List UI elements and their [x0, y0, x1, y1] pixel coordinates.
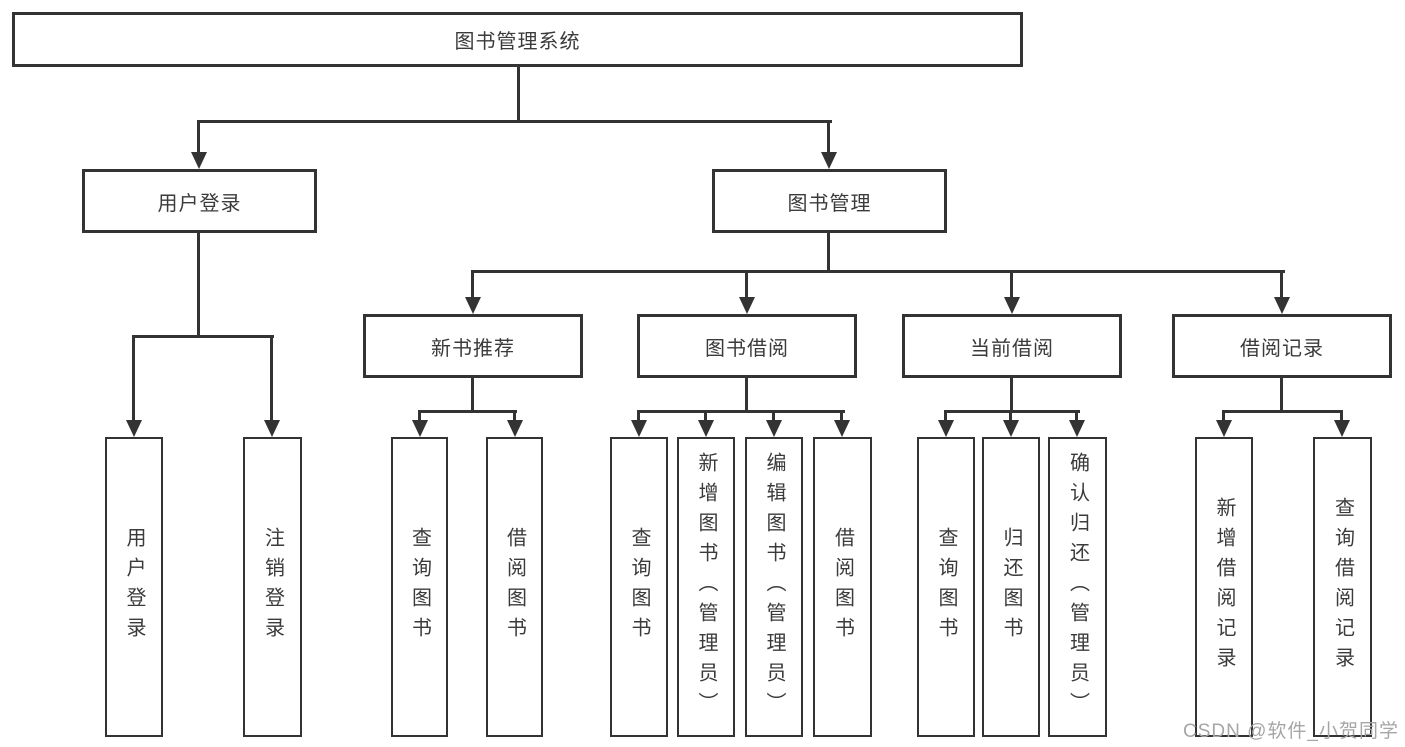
connector-root-crossbar [197, 120, 832, 123]
node-current-borrowing-label: 当前借阅 [970, 337, 1054, 360]
leaf-confirm-return-admin-label: 确认归还（管理员） [1066, 452, 1089, 722]
connector-book-borrow-stem2 [745, 378, 748, 412]
leaf-user-login: 用户登录 [105, 437, 163, 737]
connector-stem-leaf-login [132, 335, 135, 421]
node-new-book-recommend-label: 新书推荐 [431, 337, 515, 360]
arrowhead-leaf-10 [1003, 420, 1019, 437]
node-new-book-recommend: 新书推荐 [363, 314, 583, 378]
leaf-add-books-admin: 新增图书（管理员） [677, 437, 735, 737]
connector-borrow-record-crossbar [1222, 410, 1343, 413]
arrowhead-leaf-4 [507, 420, 523, 437]
connector-stem-user-login [197, 120, 200, 154]
node-borrowing-records: 借阅记录 [1172, 314, 1392, 378]
connector-stem-new-book [471, 270, 474, 298]
leaf-query-books-current: 查询图书 [917, 437, 975, 737]
connector-stem-leaf-11 [1075, 410, 1078, 421]
connector-stem-leaf-9 [944, 410, 947, 421]
leaf-return-books-label: 归还图书 [1000, 527, 1022, 647]
node-borrowing-records-label: 借阅记录 [1240, 337, 1324, 360]
leaf-user-login-label: 用户登录 [123, 527, 145, 647]
node-root-system: 图书管理系统 [12, 12, 1023, 67]
connector-stem-borrow-record [1280, 270, 1283, 298]
arrowhead-user-login [191, 152, 207, 169]
arrowhead-book-mgmt [821, 152, 837, 169]
node-current-borrowing: 当前借阅 [902, 314, 1122, 378]
arrowhead-leaf-13 [1334, 420, 1350, 437]
leaf-query-books-current-label: 查询图书 [935, 527, 957, 647]
node-book-management-label: 图书管理 [787, 192, 872, 215]
connector-stem-leaf-4 [513, 410, 516, 421]
connector-stem-leaf-10 [1009, 410, 1012, 421]
leaf-query-books-borrowing-label: 查询图书 [628, 527, 650, 647]
connector-stem-leaf-3 [418, 410, 421, 421]
connector-stem-leaf-13 [1340, 410, 1343, 421]
leaf-query-borrow-record: 查询借阅记录 [1313, 437, 1372, 737]
connector-stem-leaf-12 [1222, 410, 1225, 421]
connector-stem-leaf-5 [637, 410, 640, 421]
connector-book-mgmt-stem [827, 233, 830, 273]
leaf-add-books-admin-label: 新增图书（管理员） [695, 452, 717, 722]
csdn-watermark: CSDN @软件_小贺同学 [1183, 721, 1399, 742]
arrowhead-leaf-11 [1069, 420, 1085, 437]
arrowhead-leaf-3 [412, 420, 428, 437]
arrowhead-leaf-login [126, 420, 142, 437]
arrowhead-leaf-5 [631, 420, 647, 437]
leaf-query-books-recommend-label: 查询图书 [408, 527, 431, 647]
leaf-edit-books-admin: 编辑图书（管理员） [745, 437, 803, 737]
connector-current-borrow-stem2 [1010, 378, 1013, 412]
connector-new-book-crossbar [418, 410, 517, 413]
arrowhead-leaf-7 [766, 420, 782, 437]
arrowhead-leaf-12 [1216, 420, 1232, 437]
node-book-borrowing: 图书借阅 [637, 314, 857, 378]
leaf-borrow-books-recommend: 借阅图书 [486, 437, 543, 737]
connector-current-borrow-crossbar [944, 410, 1080, 413]
node-user-login-label: 用户登录 [157, 192, 242, 215]
node-root-label: 图书管理系统 [454, 31, 581, 53]
leaf-add-borrow-record: 新增借阅记录 [1195, 437, 1253, 737]
connector-stem-leaf-logout [270, 335, 273, 421]
leaf-query-books-borrowing: 查询图书 [610, 437, 668, 737]
connector-new-book-stem [471, 378, 474, 412]
arrowhead-leaf-6 [698, 420, 714, 437]
leaf-query-books-recommend: 查询图书 [391, 437, 448, 737]
connector-user-login-stem [197, 233, 200, 338]
leaf-edit-books-admin-label: 编辑图书（管理员） [763, 452, 785, 722]
connector-stem-leaf-6 [704, 410, 707, 421]
connector-stem-book-mgmt [827, 120, 830, 154]
arrowhead-leaf-9 [938, 420, 954, 437]
leaf-return-books: 归还图书 [982, 437, 1040, 737]
connector-book-borrow-crossbar [637, 410, 845, 413]
leaf-borrow-books: 借阅图书 [813, 437, 872, 737]
connector-borrow-record-stem2 [1280, 378, 1283, 412]
arrowhead-book-borrow [739, 297, 755, 314]
arrowhead-leaf-8 [834, 420, 850, 437]
arrowhead-borrow-record [1274, 297, 1290, 314]
connector-user-login-crossbar [132, 335, 274, 338]
leaf-logout-label: 注销登录 [261, 527, 284, 647]
leaf-query-borrow-record-label: 查询借阅记录 [1331, 497, 1354, 677]
leaf-borrow-books-recommend-label: 借阅图书 [503, 527, 526, 647]
connector-stem-current-borrow [1010, 270, 1013, 298]
leaf-borrow-books-label: 借阅图书 [831, 527, 854, 647]
connector-stem-book-borrow [745, 270, 748, 298]
leaf-confirm-return-admin: 确认归还（管理员） [1048, 437, 1107, 737]
leaf-add-borrow-record-label: 新增借阅记录 [1213, 497, 1235, 677]
node-user-login: 用户登录 [82, 169, 317, 233]
arrowhead-new-book [465, 297, 481, 314]
connector-stem-leaf-8 [840, 410, 843, 421]
arrowhead-current-borrow [1004, 297, 1020, 314]
connector-book-mgmt-crossbar [471, 270, 1285, 273]
arrowhead-leaf-logout [264, 420, 280, 437]
connector-stem-leaf-7 [772, 410, 775, 421]
node-book-management: 图书管理 [712, 169, 947, 233]
connector-root-stem [517, 67, 520, 120]
node-book-borrowing-label: 图书借阅 [705, 337, 789, 360]
leaf-logout: 注销登录 [243, 437, 302, 737]
